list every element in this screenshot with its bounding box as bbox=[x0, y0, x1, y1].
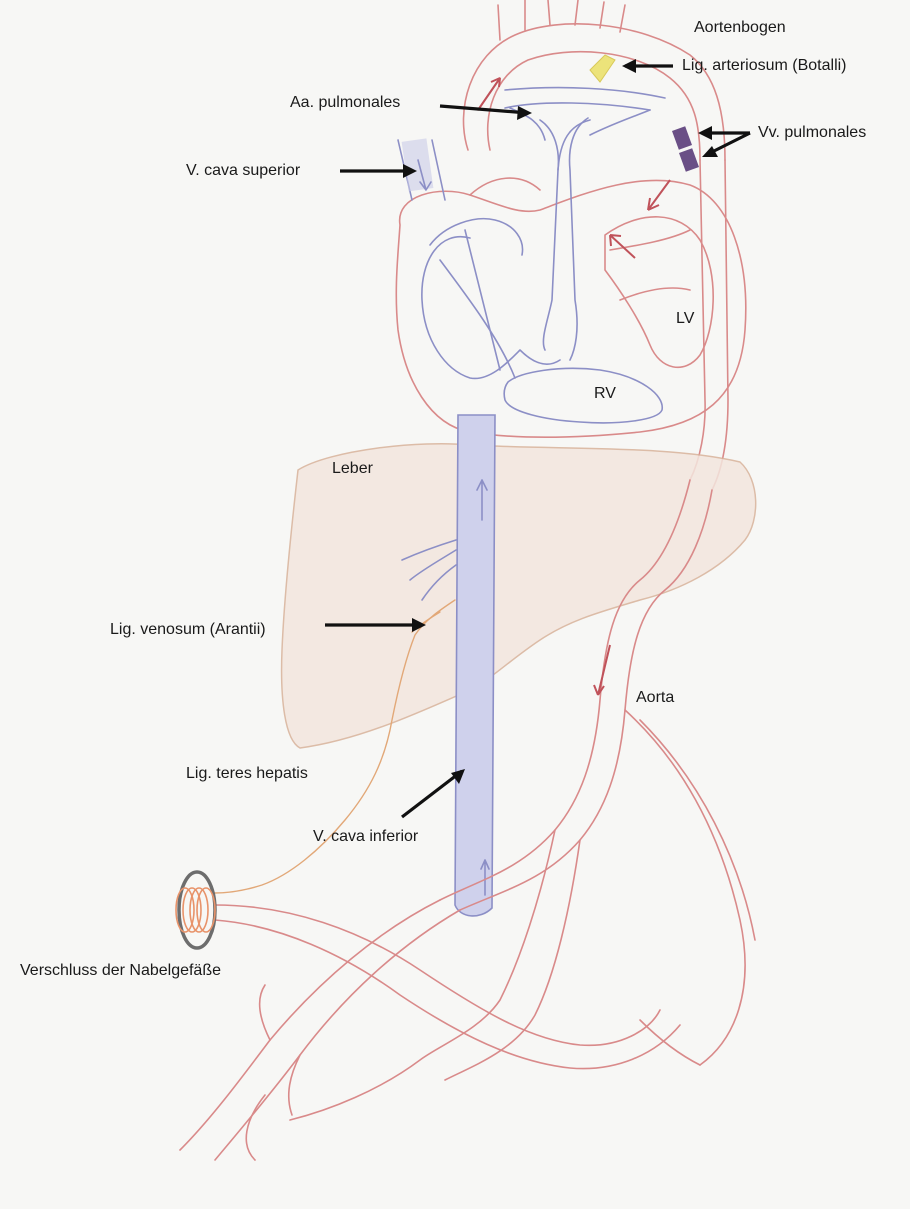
arrow-v-cava-superior bbox=[340, 164, 417, 178]
label-v-cava-inferior: V. cava inferior bbox=[313, 829, 418, 845]
label-aortenbogen: Aortenbogen bbox=[694, 20, 786, 36]
label-v-cava-superior: V. cava superior bbox=[186, 163, 300, 179]
umbilical-closure-clamp bbox=[176, 872, 215, 948]
label-vv-pulmonales: Vv. pulmonales bbox=[758, 125, 866, 141]
label-verschluss-nabelgefaesse: Verschluss der Nabelgefäße bbox=[20, 963, 221, 979]
label-aorta: Aorta bbox=[636, 690, 674, 706]
arrow-aa-pulmonales bbox=[440, 106, 532, 120]
ligamentum-arteriosum bbox=[590, 55, 615, 82]
label-aa-pulmonales: Aa. pulmonales bbox=[290, 95, 400, 111]
pulmonary-veins bbox=[610, 126, 699, 258]
label-lv: LV bbox=[676, 311, 694, 327]
liver bbox=[282, 444, 756, 748]
arrow-lig-arteriosum bbox=[622, 59, 673, 73]
heart bbox=[396, 88, 745, 438]
label-lig-arteriosum: Lig. arteriosum (Botalli) bbox=[682, 58, 847, 74]
label-lig-venosum: Lig. venosum (Arantii) bbox=[110, 622, 266, 638]
umbilical-vessels bbox=[215, 905, 700, 1069]
label-lig-teres: Lig. teres hepatis bbox=[186, 766, 308, 782]
label-leber: Leber bbox=[332, 461, 373, 477]
label-rv: RV bbox=[594, 386, 616, 402]
